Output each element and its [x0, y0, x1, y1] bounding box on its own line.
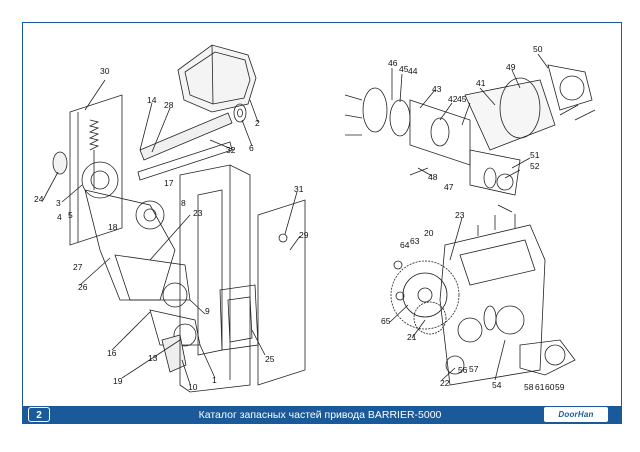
- page-number: 2: [28, 407, 50, 422]
- callout-27: 27: [73, 262, 83, 272]
- callout-57: 57: [469, 364, 479, 374]
- brand-logo: DoorHan: [544, 407, 608, 422]
- callout-24: 24: [34, 194, 44, 204]
- callout-64: 64: [400, 240, 410, 250]
- callout-5: 5: [68, 210, 73, 220]
- callout-32: 32: [226, 145, 236, 155]
- callout-26: 26: [78, 282, 88, 292]
- callout-59: 59: [555, 382, 565, 392]
- callout-41: 41: [476, 78, 486, 88]
- callout-9: 9: [205, 306, 210, 316]
- callout-1: 1: [212, 375, 217, 385]
- callout-21: 21: [407, 332, 417, 342]
- callout-23-right: 23: [455, 210, 465, 220]
- callout-50: 50: [533, 44, 543, 54]
- callout-23: 23: [193, 208, 203, 218]
- callout-25: 25: [265, 354, 275, 364]
- footer-bar: [22, 406, 622, 424]
- callout-16: 16: [107, 348, 117, 358]
- callout-47: 47: [444, 182, 454, 192]
- callout-17: 17: [164, 178, 174, 188]
- callout-6: 6: [249, 143, 254, 153]
- callout-65: 65: [381, 316, 391, 326]
- callout-48: 48: [428, 172, 438, 182]
- callout-19: 19: [113, 376, 123, 386]
- callout-31: 31: [294, 184, 304, 194]
- callout-54: 54: [492, 380, 502, 390]
- callout-3: 3: [56, 198, 61, 208]
- callout-29: 29: [299, 230, 309, 240]
- callout-56: 56: [458, 365, 468, 375]
- callout-28: 28: [164, 100, 174, 110]
- callout-14: 14: [147, 95, 157, 105]
- callout-2: 2: [255, 118, 260, 128]
- callout-60: 60: [545, 382, 555, 392]
- callout-22: 22: [440, 378, 450, 388]
- callout-52: 52: [530, 161, 540, 171]
- callout-42: 42: [448, 94, 458, 104]
- callout-51: 51: [530, 150, 540, 160]
- callout-61: 61: [535, 382, 545, 392]
- callout-43: 43: [432, 84, 442, 94]
- callout-18: 18: [108, 222, 118, 232]
- callout-8: 8: [181, 198, 186, 208]
- callout-45: 45: [399, 64, 409, 74]
- callout-49: 49: [506, 62, 516, 72]
- callout-20: 20: [424, 228, 434, 238]
- callout-45b: 45: [457, 94, 467, 104]
- callout-30: 30: [100, 66, 110, 76]
- callout-10: 10: [188, 382, 198, 392]
- callout-58: 58: [524, 382, 534, 392]
- callout-46: 46: [388, 58, 398, 68]
- callout-44: 44: [408, 66, 418, 76]
- footer-caption: Каталог запасных частей привода BARRIER-…: [198, 409, 442, 421]
- callout-13: 13: [148, 353, 158, 363]
- callout-4: 4: [57, 212, 62, 222]
- callout-63: 63: [410, 236, 420, 246]
